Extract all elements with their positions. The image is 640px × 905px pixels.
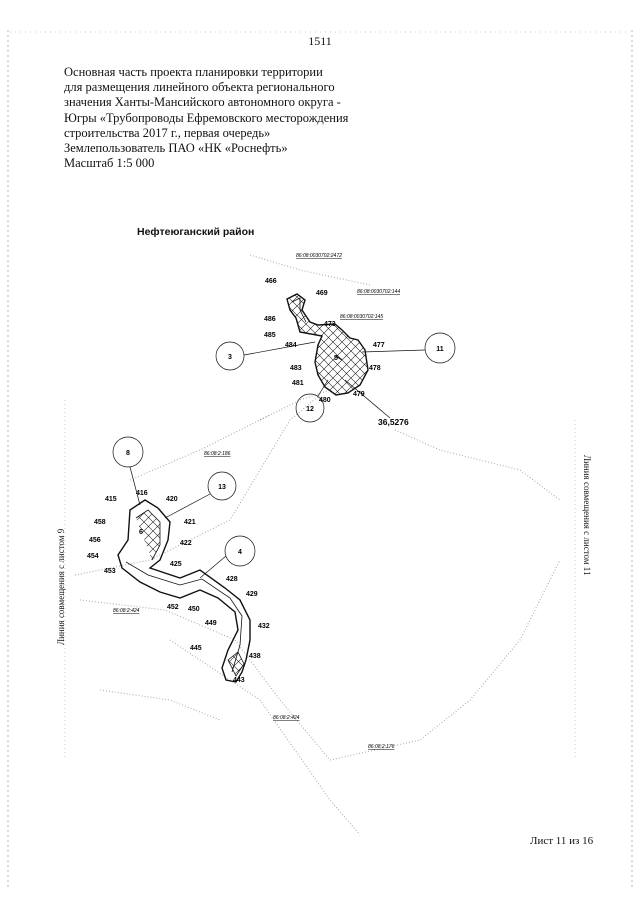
mark-upper: 5 [334, 355, 338, 362]
parcel-line-4 [259, 389, 331, 421]
callout-leader-11 [361, 349, 426, 353]
callout-circle-3 [215, 341, 245, 371]
callout-leader-3 [243, 341, 316, 356]
lower-end-polygon [227, 651, 245, 677]
upper-site-mark [335, 355, 343, 361]
point-label: 486 [264, 316, 276, 323]
point-label: 450 [188, 606, 200, 613]
point-label: 483 [290, 365, 302, 372]
upper-corridor-inner [291, 297, 307, 323]
callout-3: 3 [228, 354, 232, 361]
mark-lower: 6 [139, 529, 143, 536]
scale-line: Масштаб 1:5 000 [64, 156, 155, 171]
point-label: 477 [373, 342, 385, 349]
title-line: Основная часть проекта планировки террит… [64, 65, 323, 79]
point-label: 480 [319, 397, 331, 404]
cadastral-label: 86:08:2:186 [204, 451, 231, 457]
page-number: 1511 [308, 34, 332, 48]
callout-leader-4 [199, 555, 227, 579]
point-label: 485 [264, 332, 276, 339]
point-label: 473 [324, 321, 336, 328]
object-upper [286, 293, 369, 396]
cadastral-label: 86:08:0030702:144 [357, 289, 400, 295]
cadastral-label: 86:08:2:176 [368, 744, 395, 750]
title-line: для размещения линейного объекта региона… [64, 80, 335, 95]
point-label: 469 [316, 290, 328, 297]
callouts [112, 332, 456, 579]
land-user-line: Землепользователь ПАО «НК «Роснефть» [64, 141, 288, 156]
parcel-line-6 [329, 559, 561, 761]
parcel-line-1 [74, 394, 321, 576]
parcel-line-5 [129, 414, 271, 481]
parcel-line-8 [99, 689, 221, 721]
title-line: строительства 2017 г., первая очередь» [64, 125, 271, 140]
cadastral-label: 86:08:2:424 [113, 608, 140, 614]
point-label: 479 [353, 391, 365, 398]
area-leader [344, 379, 391, 419]
point-label: 443 [233, 677, 245, 684]
point-label: 422 [180, 540, 192, 547]
object-lower [117, 499, 251, 683]
upper-site-polygon [286, 293, 369, 396]
lower-corridor-inner [125, 561, 243, 673]
point-label: 452 [167, 604, 179, 611]
district-label: Нефтеюганский район [137, 226, 255, 238]
point-label: 458 [94, 519, 106, 526]
callout-12: 12 [306, 406, 314, 413]
background-parcels [74, 254, 561, 836]
point-label: 415 [105, 496, 117, 503]
point-label: 420 [166, 496, 178, 503]
point-label: 416 [136, 490, 148, 497]
point-label: 456 [89, 537, 101, 544]
point-label: 449 [205, 620, 217, 627]
callout-circle-12 [295, 393, 325, 423]
area-value: 36,5276 [378, 417, 409, 427]
point-label: 428 [226, 576, 238, 583]
parcel-line-7 [394, 429, 561, 501]
point-label: 478 [369, 365, 381, 372]
point-label: 421 [184, 519, 196, 526]
point-label: 481 [292, 380, 304, 387]
sheet-number: Лист 11 из 16 [530, 835, 594, 847]
document-title: Основная часть проекта планировки террит… [64, 65, 394, 171]
cadastral-label: 86:08:0030702:145 [340, 314, 383, 320]
callout-8: 8 [126, 450, 130, 457]
callout-circle-4 [224, 535, 256, 567]
callout-leader-12 [317, 379, 329, 397]
point-label: 438 [249, 653, 261, 660]
lower-site-polygon [135, 509, 161, 561]
point-label: 484 [285, 342, 297, 349]
parcel-line-3 [169, 639, 361, 836]
point-label: 466 [265, 278, 277, 285]
callout-leader-8 [129, 466, 141, 506]
lower-corridor-outer [117, 499, 251, 683]
callout-11: 11 [436, 346, 444, 353]
cadastral-label: 86:08:2:424 [273, 715, 300, 721]
point-label: 432 [258, 623, 270, 630]
callout-circle-8 [112, 436, 144, 468]
point-label: 454 [87, 553, 99, 560]
parcel-line-2 [79, 599, 331, 761]
callout-leader-13 [164, 493, 211, 519]
point-label: 429 [246, 591, 258, 598]
point-label: 425 [170, 561, 182, 568]
point-label: 445 [190, 645, 202, 652]
callout-13: 13 [218, 484, 226, 491]
callout-4: 4 [238, 549, 242, 556]
callout-circle-13 [207, 471, 237, 501]
cadastral-label: 86:08:0030702:2472 [296, 253, 342, 259]
point-label: 453 [104, 568, 116, 575]
callout-circle-11 [424, 332, 456, 364]
title-line: значения Ханты-Мансийского автономного о… [64, 95, 341, 110]
title-line: Югры «Трубопроводы Ефремовского месторож… [64, 110, 349, 125]
